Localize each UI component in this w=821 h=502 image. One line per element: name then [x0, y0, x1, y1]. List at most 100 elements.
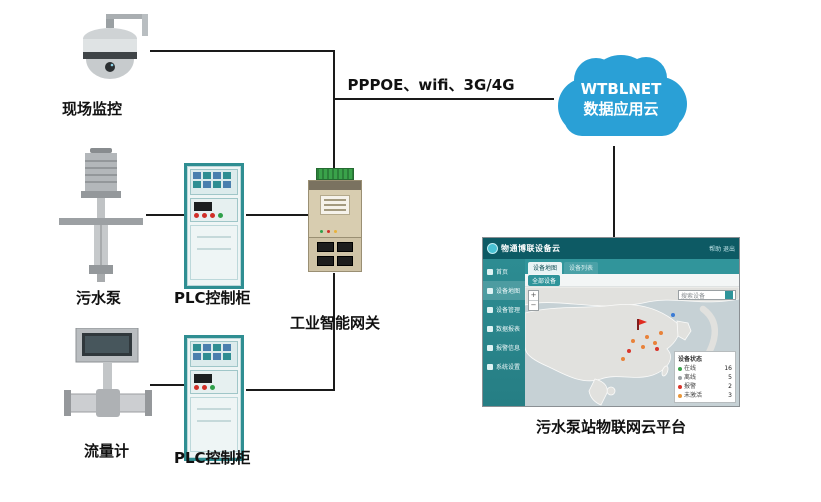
platform-tabbar: 设备地图 设备列表: [525, 259, 739, 274]
led-yellow: [334, 230, 337, 233]
cabinet-door: [190, 225, 238, 280]
plc-cabinet-top: [184, 163, 244, 289]
indicator-red: [194, 385, 199, 390]
panel-screen: [194, 202, 212, 211]
connector-cloud-platform: [613, 146, 615, 237]
legend-row: 在线 16: [678, 364, 732, 373]
device-marker[interactable]: [659, 331, 663, 335]
plc-bottom-label: PLC控制柜: [174, 449, 251, 467]
device-marker[interactable]: [621, 357, 625, 361]
cloud-label: WTBLNET 数据应用云: [536, 79, 706, 119]
platform-header: 物通博联设备云 帮助 退出: [483, 238, 739, 259]
zoom-in-button[interactable]: +: [529, 291, 538, 301]
device-marker[interactable]: [645, 335, 649, 339]
device-marker[interactable]: [631, 339, 635, 343]
plc-cabinet-bottom: [184, 335, 244, 461]
plc-top-label: PLC控制柜: [174, 289, 251, 307]
cabinet-door: [190, 397, 238, 452]
terminal-block: [316, 168, 354, 180]
pump-label: 污水泵: [76, 289, 122, 307]
cloud-platform-screenshot: 物通博联设备云 帮助 退出 首页 设备地图 设备管理 数据: [482, 237, 740, 407]
breaker-modules: [190, 169, 238, 195]
sidebar-item-alarms[interactable]: 报警信息: [483, 338, 525, 357]
connector-trunk-vertical: [333, 50, 335, 170]
flow-meter-icon: [64, 327, 154, 428]
sidebar-item-home[interactable]: 首页: [483, 262, 525, 281]
indicator-red: [202, 385, 207, 390]
device-map[interactable]: 搜索设备 + − 设备状态 在线 16: [525, 287, 739, 406]
platform-header-links[interactable]: 帮助 退出: [709, 246, 735, 253]
connector-flowmeter-plc: [150, 384, 186, 386]
status-online-dot: [678, 366, 682, 371]
map-legend: 设备状态 在线 16 离线 5 报警: [674, 351, 736, 403]
legend-row: 离线 5: [678, 373, 732, 382]
sidebar-item-reports[interactable]: 数据报表: [483, 319, 525, 338]
search-icon[interactable]: [725, 291, 733, 299]
device-icon: [487, 306, 493, 313]
report-icon: [487, 325, 493, 332]
connector-elbow-gateway: [333, 273, 335, 391]
led-red: [327, 230, 330, 233]
indicator-red: [202, 213, 207, 218]
flowmeter-label: 流量计: [84, 442, 130, 460]
platform-caption: 污水泵站物联网云平台: [535, 418, 686, 436]
device-marker[interactable]: [653, 341, 657, 345]
status-alarm-dot: [678, 384, 682, 389]
flag-marker[interactable]: [637, 319, 647, 330]
platform-title: 物通博联设备云: [501, 244, 561, 253]
cloud-label-line1: WTBLNET: [580, 80, 662, 98]
device-marker-alarm[interactable]: [655, 347, 659, 351]
rj45-port: [336, 256, 353, 266]
tab-device-list[interactable]: 设备列表: [564, 262, 599, 274]
device-marker-alarm[interactable]: [627, 349, 631, 353]
sidebar-item-settings[interactable]: 系统设置: [483, 357, 525, 376]
rj45-port: [317, 256, 334, 266]
control-panel: [190, 370, 238, 394]
zoom-out-button[interactable]: −: [530, 301, 537, 309]
map-search-input[interactable]: 搜索设备: [678, 290, 736, 300]
status-offline-dot: [678, 375, 682, 380]
connector-plc2-elbow: [246, 389, 335, 391]
indicator-green: [218, 213, 223, 218]
rj45-port: [317, 242, 334, 252]
platform-logo-icon: [487, 243, 498, 254]
connector-trunk-cloud: [333, 98, 554, 100]
connector-camera-trunk: [150, 50, 335, 52]
link-label: PPPOE、wifi、3G/4G: [347, 76, 515, 94]
cloud-label-line2: 数据应用云: [583, 100, 659, 118]
led-green: [320, 230, 323, 233]
control-panel: [190, 198, 238, 222]
device-marker[interactable]: [641, 345, 645, 349]
gateway-label: 工业智能网关: [290, 314, 381, 332]
status-idle-dot: [678, 393, 682, 398]
indicator-green: [210, 385, 215, 390]
cloud-icon: [536, 44, 706, 154]
indicator-red: [194, 213, 199, 218]
dome-camera-icon: [70, 12, 150, 100]
gateway-body: [308, 180, 362, 238]
map-zoom-control[interactable]: + −: [528, 290, 539, 311]
connector-pump-plc: [146, 214, 186, 216]
breaker-modules: [190, 341, 238, 367]
home-icon: [487, 268, 493, 275]
legend-row: 未激活 3: [678, 391, 732, 400]
device-marker-info[interactable]: [671, 313, 675, 317]
device-filter-button[interactable]: 全部设备: [528, 274, 561, 286]
ethernet-ports: [308, 238, 362, 272]
sidebar-item-device-manage[interactable]: 设备管理: [483, 300, 525, 319]
sidebar-item-device-map[interactable]: 设备地图: [483, 281, 525, 300]
tab-device-map[interactable]: 设备地图: [528, 262, 563, 274]
alarm-icon: [487, 344, 493, 351]
industrial-gateway-icon: [308, 168, 362, 272]
sewage-pump-icon: [56, 148, 146, 288]
platform-toolbar: 全部设备: [525, 274, 739, 287]
indicator-red: [210, 213, 215, 218]
panel-screen: [194, 374, 212, 383]
gear-icon: [487, 363, 493, 370]
map-icon: [487, 287, 493, 294]
gateway-label-sticker: [320, 195, 350, 215]
legend-row: 报警 2: [678, 382, 732, 391]
platform-sidebar: 首页 设备地图 设备管理 数据报表 报警信息: [483, 259, 525, 406]
connector-plc-gateway: [246, 214, 308, 216]
